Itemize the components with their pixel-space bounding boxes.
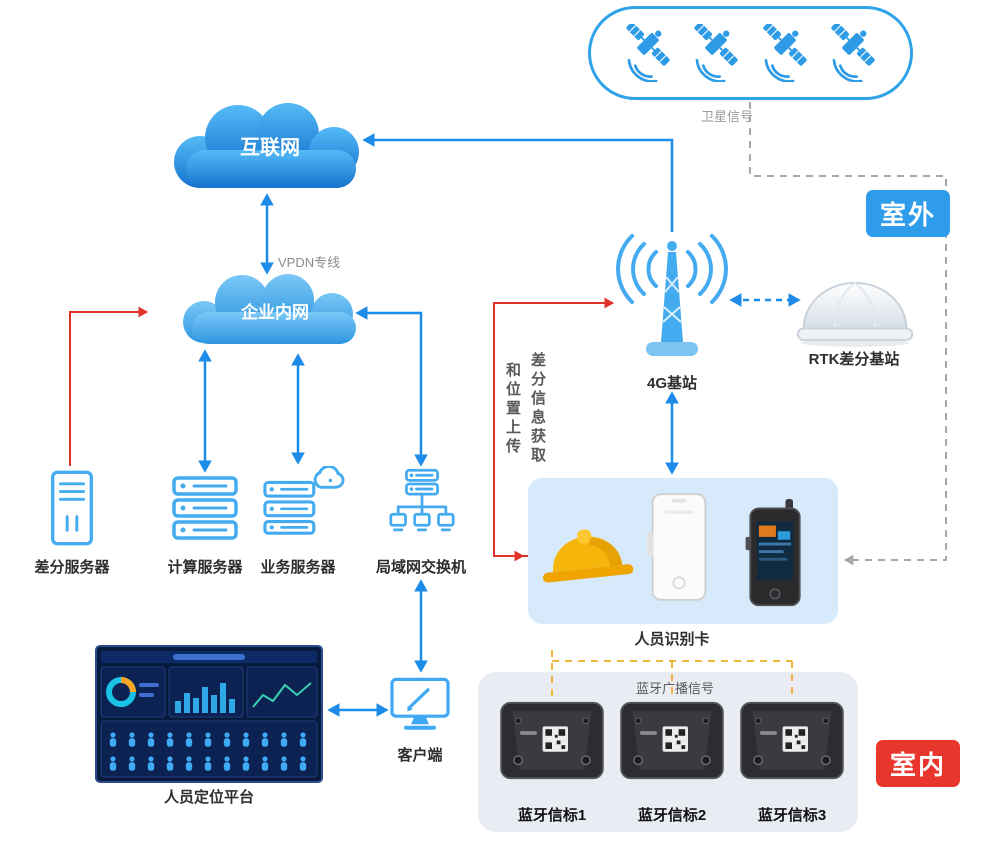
intranet-cloud-shape — [183, 274, 356, 344]
beacon-label: 蓝牙信标1 — [517, 807, 587, 824]
satellite-group — [588, 6, 913, 100]
intranet-cloud-label: 企业内网 — [241, 302, 309, 322]
platform-label: 人员定位平台 — [163, 789, 254, 806]
server-label-business: 业务服务器 — [260, 559, 336, 576]
rtk-label: RTK差分基站 — [808, 351, 900, 368]
link-diffserver-intranet — [69, 306, 149, 466]
internet-cloud: 互联网 — [148, 92, 392, 198]
indoor-badge: 室内 — [876, 740, 961, 787]
bt-broadcast-label: 蓝牙广播信号 — [635, 681, 714, 696]
internet-cloud-shape — [174, 103, 359, 188]
rack-server-icon — [170, 476, 240, 542]
monitor-icon — [388, 676, 452, 734]
rtk-base-icon — [792, 272, 918, 348]
client-label: 客户端 — [397, 747, 443, 764]
beacon-icon — [619, 700, 725, 781]
intranet-cloud: 企业内网 — [158, 264, 392, 356]
outdoor-badge: 室外 — [866, 190, 951, 237]
server-label-switch: 局域网交换机 — [375, 559, 466, 576]
satellite-icon — [820, 24, 886, 82]
flow-text-right: 差分信息获取 — [529, 352, 546, 466]
tower-server-icon — [44, 470, 100, 546]
beacon-label: 蓝牙信标2 — [637, 807, 707, 824]
beacon-icon — [739, 700, 845, 781]
helmet-icon — [538, 518, 636, 596]
satellite-icon — [683, 24, 749, 82]
server-label-diff: 差分服务器 — [34, 559, 110, 576]
rugged-phone-icon — [738, 498, 812, 610]
dashboard-screenshot — [95, 645, 323, 783]
4g-tower-icon — [612, 222, 732, 372]
beacon-label: 蓝牙信标3 — [757, 807, 827, 824]
id-card-icon — [646, 490, 712, 604]
link-tower-internet — [362, 133, 674, 232]
satellite-icon — [615, 24, 681, 82]
vpdn-label: VPDN专线 — [278, 255, 341, 270]
beacon-icon — [499, 700, 605, 781]
switch-icon — [389, 468, 455, 544]
internet-cloud-label: 互联网 — [240, 136, 300, 159]
satellite-signal-label: 卫星信号 — [700, 109, 753, 124]
tower-label: 4G基站 — [646, 375, 697, 392]
card-panel-label: 人员识别卡 — [634, 631, 710, 648]
satellite-icon — [752, 24, 818, 82]
server-label-compute: 计算服务器 — [167, 559, 243, 576]
flow-text-left: 和位置上传 — [504, 362, 521, 457]
cloud-server-icon — [262, 466, 346, 536]
